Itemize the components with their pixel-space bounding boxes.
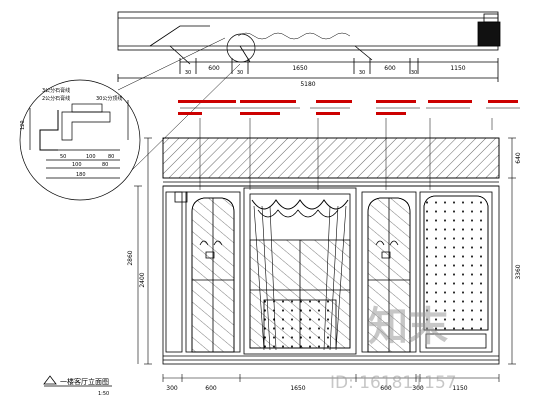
elev-dim-left-wall: 2400 — [139, 272, 146, 287]
detail-dim: 80 — [108, 154, 114, 160]
top-plan — [117, 11, 501, 82]
red-annotation-marks — [178, 100, 518, 115]
watermark: 知末 ID: 161811157 — [330, 304, 457, 393]
detail-labels: 3公分石膏线 2公分石膏线 30公分顶线 120 100 50 80 100 8… — [20, 87, 122, 178]
detail-dim: 100 — [72, 162, 82, 168]
plan-small-mark: 30 — [185, 70, 191, 76]
detail-label-2: 2公分石膏线 — [42, 95, 70, 102]
detail-dim: 120 — [20, 120, 26, 130]
elev-dim-right-wall: 3360 — [515, 264, 522, 279]
elev-dim-bottom: 1650 — [290, 385, 305, 392]
elevation-left-dim-labels: 2860 2400 — [127, 250, 146, 287]
watermark-logo: 知末 — [368, 304, 448, 350]
plan-small-mark: 30 — [237, 70, 243, 76]
plan-small-mark: 30 — [411, 70, 417, 76]
wall-elevation — [162, 137, 500, 365]
elevation-left-dimensions — [134, 137, 152, 365]
detail-dim: 180 — [76, 172, 86, 178]
elev-dim-bottom: 300 — [412, 385, 424, 392]
elevation-right-dim-labels: 640 3360 — [515, 152, 522, 280]
detail-dim: 80 — [102, 162, 108, 168]
title-block: 一楼客厅立面图 1:50 — [43, 375, 112, 397]
elev-dim-bottom: 600 — [205, 385, 217, 392]
plan-dim-1: 600 — [208, 65, 220, 72]
elev-dim-bottom: 600 — [380, 385, 392, 392]
plan-small-mark: 30 — [359, 70, 365, 76]
elevation-bottom-dimensions — [162, 374, 500, 382]
elevation-bottom-dim-labels: 300 600 1650 600 300 1150 — [166, 385, 468, 392]
elevation-right-dimensions — [508, 137, 516, 365]
scale-label: 1:50 — [98, 391, 109, 397]
detail-dim: 100 — [86, 154, 96, 160]
detail-label-3: 30公分顶线 — [96, 95, 122, 102]
elev-dim-bottom: 1150 — [452, 385, 467, 392]
plan-dim-4: 1150 — [450, 65, 465, 72]
elev-dim-left-total: 2860 — [127, 250, 134, 265]
plan-dimension-labels: 600 1650 600 1150 30 30 30 30 5180 — [185, 65, 466, 88]
annotation-leaders — [180, 107, 520, 190]
elev-dim-bottom: 300 — [166, 385, 178, 392]
drawing-title: 一楼客厅立面图 — [60, 377, 109, 386]
detail-label-1: 3公分石膏线 — [42, 87, 70, 94]
plan-total-dim: 5180 — [300, 81, 315, 88]
detail-dim: 50 — [60, 154, 66, 160]
elev-dim-right-top: 640 — [515, 152, 522, 164]
plan-dim-2: 1650 — [292, 65, 307, 72]
plan-dim-3: 600 — [384, 65, 396, 72]
molding-detail — [19, 37, 241, 201]
watermark-id: ID: 161811157 — [330, 373, 457, 393]
